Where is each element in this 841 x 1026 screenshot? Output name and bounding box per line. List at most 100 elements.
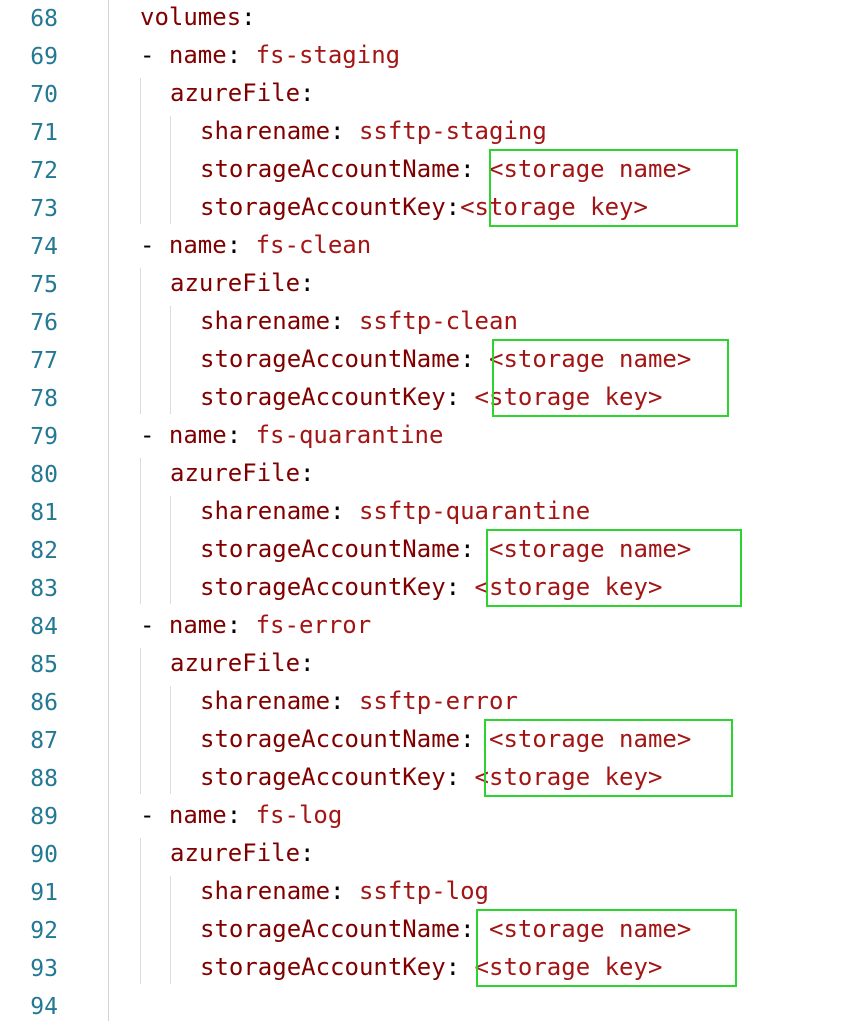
yaml-value: fs-error bbox=[255, 611, 372, 639]
line-number: 71 bbox=[30, 120, 58, 146]
line-number: 81 bbox=[30, 500, 58, 526]
yaml-key: azureFile bbox=[170, 269, 301, 297]
indent-guide bbox=[170, 686, 171, 794]
code-line[interactable]: 84- name: fs-error bbox=[0, 608, 841, 646]
indent-guide bbox=[170, 306, 171, 414]
yaml-key: azureFile bbox=[170, 649, 301, 677]
line-number: 88 bbox=[30, 766, 58, 792]
yaml-colon: : bbox=[300, 79, 315, 107]
code-line[interactable]: 94 bbox=[0, 988, 841, 1026]
code-line[interactable]: 76 sharename: ssftp-clean bbox=[0, 304, 841, 342]
yaml-key: storageAccountName bbox=[200, 155, 461, 183]
yaml-colon: : bbox=[445, 193, 461, 221]
code-line[interactable]: 74- name: fs-clean bbox=[0, 228, 841, 266]
code-text: azureFile: bbox=[170, 648, 315, 678]
line-number: 68 bbox=[30, 6, 58, 32]
code-text: storageAccountKey: <storage key> bbox=[200, 762, 662, 792]
code-text: sharename: ssftp-log bbox=[200, 876, 489, 906]
line-number: 69 bbox=[30, 44, 58, 70]
yaml-value: ssftp-staging bbox=[358, 117, 547, 145]
line-number: 82 bbox=[30, 538, 58, 564]
yaml-key: name bbox=[168, 41, 227, 69]
line-number: 70 bbox=[30, 82, 58, 108]
line-number: 89 bbox=[30, 804, 58, 830]
code-line[interactable]: 79- name: fs-quarantine bbox=[0, 418, 841, 456]
yaml-key: name bbox=[168, 421, 227, 449]
yaml-value: <storage key> bbox=[474, 573, 663, 601]
code-text: storageAccountName: <storage name> bbox=[200, 344, 691, 374]
code-line[interactable]: 73 storageAccountKey:<storage key> bbox=[0, 190, 841, 228]
line-number: 73 bbox=[30, 196, 58, 222]
code-line[interactable]: 89- name: fs-log bbox=[0, 798, 841, 836]
yaml-space bbox=[460, 953, 474, 981]
yaml-colon: : bbox=[300, 839, 315, 867]
indent-guide bbox=[140, 648, 141, 794]
code-text: azureFile: bbox=[170, 268, 315, 298]
yaml-colon: : bbox=[445, 953, 461, 981]
yaml-key: storageAccountName bbox=[200, 535, 461, 563]
yaml-colon: : bbox=[300, 649, 315, 677]
yaml-colon: : bbox=[445, 763, 461, 791]
yaml-colon: : bbox=[330, 117, 345, 145]
line-number: 78 bbox=[30, 386, 58, 412]
yaml-colon: : bbox=[460, 535, 475, 563]
line-number: 79 bbox=[30, 424, 58, 450]
code-text: azureFile: bbox=[170, 458, 315, 488]
list-dash: - bbox=[140, 801, 169, 829]
code-text: sharename: ssftp-clean bbox=[200, 306, 518, 336]
yaml-value: fs-quarantine bbox=[255, 421, 444, 449]
yaml-value: fs-log bbox=[255, 801, 343, 829]
code-text: - name: fs-error bbox=[140, 610, 371, 640]
code-text: storageAccountKey:<storage key> bbox=[200, 192, 648, 222]
list-dash: - bbox=[140, 231, 169, 259]
yaml-colon: : bbox=[445, 573, 461, 601]
yaml-colon: : bbox=[330, 687, 345, 715]
storage-highlight-box bbox=[486, 529, 742, 607]
yaml-key: storageAccountKey bbox=[200, 763, 446, 791]
yaml-space bbox=[241, 801, 255, 829]
yaml-colon: : bbox=[460, 345, 475, 373]
yaml-colon: : bbox=[460, 725, 475, 753]
indent-guide bbox=[140, 78, 141, 224]
code-text: volumes: bbox=[140, 2, 256, 32]
line-number: 94 bbox=[30, 994, 58, 1020]
yaml-key: sharename bbox=[200, 307, 331, 335]
line-number: 90 bbox=[30, 842, 58, 868]
code-line[interactable]: 90 azureFile: bbox=[0, 836, 841, 874]
yaml-value: <storage name> bbox=[489, 915, 692, 943]
code-text: storageAccountKey: <storage key> bbox=[200, 572, 662, 602]
storage-highlight-box bbox=[476, 909, 737, 987]
yaml-colon: : bbox=[460, 915, 475, 943]
line-number: 76 bbox=[30, 310, 58, 336]
list-dash: - bbox=[140, 611, 169, 639]
yaml-space bbox=[460, 573, 474, 601]
storage-highlight-box bbox=[484, 719, 733, 797]
yaml-key: name bbox=[168, 801, 227, 829]
yaml-value: ssftp-clean bbox=[358, 307, 518, 335]
code-text: azureFile: bbox=[170, 838, 315, 868]
code-line[interactable]: 68 volumes: bbox=[0, 0, 841, 38]
yaml-value: ssftp-error bbox=[358, 687, 518, 715]
yaml-value: fs-staging bbox=[255, 41, 401, 69]
yaml-colon: : bbox=[330, 497, 345, 525]
code-line[interactable]: 88 storageAccountKey: <storage key> bbox=[0, 760, 841, 798]
code-line[interactable]: 69- name: fs-staging bbox=[0, 38, 841, 76]
yaml-space bbox=[345, 877, 359, 905]
